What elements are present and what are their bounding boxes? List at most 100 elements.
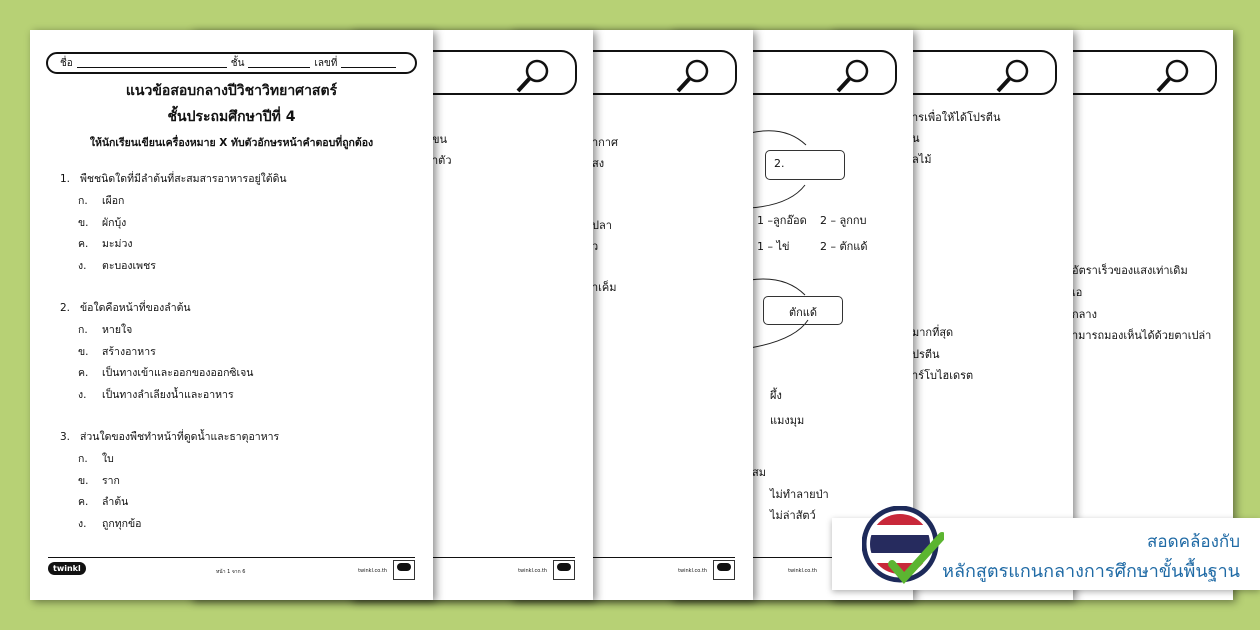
question-number: 3. xyxy=(60,431,71,443)
thai-flag-check-icon xyxy=(862,506,944,585)
text-fragment: ั่น xyxy=(912,132,920,145)
option-letter: ก. xyxy=(78,195,88,207)
option-letter: ข. xyxy=(78,345,89,358)
answer-option[interactable]: ก. เผือก xyxy=(78,192,124,209)
option-letter: ง. xyxy=(78,517,87,530)
twinkl-badge-logo xyxy=(393,560,415,580)
option-text: . 1 – ไข่ xyxy=(750,240,790,253)
text-fragment: าร์โบไฮเดรต xyxy=(912,369,974,382)
option-text: ลำต้น xyxy=(102,496,129,508)
option-letter: ค. xyxy=(78,238,89,250)
site-url: twinkl.co.th xyxy=(678,568,707,574)
option-letter: ก. xyxy=(78,324,88,336)
answer-option[interactable]: ข. ราก xyxy=(78,472,120,489)
option-letter: ข. xyxy=(78,216,89,229)
name-label: ชื่อ xyxy=(60,57,73,69)
number-blank xyxy=(341,58,397,68)
option-text: หายใจ xyxy=(102,324,133,336)
option-letter: ค. xyxy=(78,367,89,379)
magnifier-icon xyxy=(676,59,709,93)
option-text: ใบ xyxy=(102,453,114,465)
answer-option[interactable]: ค. ลำต้น xyxy=(78,493,128,510)
class-blank xyxy=(248,58,311,68)
option-text: มะม่วง xyxy=(102,238,133,250)
option-text: เป็นทางเข้าและออกของออกซิเจน xyxy=(102,367,254,379)
magnifier-icon xyxy=(516,59,549,93)
answer-option[interactable]: ง. เป็นทางลำเลียงน้ำและอาหาร xyxy=(78,386,234,403)
footer-line xyxy=(48,557,415,558)
text-fragment: ำเค็ม xyxy=(592,281,617,294)
question: 1. พืชชนิดใดที่มีลำต้นที่สะสมสารอาหารอยู่… xyxy=(60,170,287,187)
question-fragment: สม xyxy=(752,466,766,479)
option-text: ไม่ทำลายป่า xyxy=(770,488,829,501)
text-fragment: ปรตีน xyxy=(912,348,940,361)
option-text: ตะบองเพชร xyxy=(102,259,156,272)
option-letter: ก. xyxy=(78,453,88,465)
answer-option[interactable]: ค. เป็นทางเข้าและออกของออกซิเจน xyxy=(78,364,253,381)
option-text: ผักบุ้ง xyxy=(102,216,127,229)
text-fragment: ารเพื่อให้ได้โปรตีน xyxy=(912,111,1001,124)
number-label: เลขที่ xyxy=(314,57,338,69)
option-text: เผือก xyxy=(102,195,125,207)
text-fragment: ลไม้ xyxy=(912,153,932,166)
magnifier-icon xyxy=(1156,59,1189,93)
site-url: twinkl.co.th xyxy=(788,568,817,574)
answer-option[interactable]: ง. ตะบองเพชร xyxy=(78,257,156,274)
text-fragment: ว xyxy=(592,240,599,253)
name-blank xyxy=(76,58,227,68)
option-text: 2 – ลูกกบ xyxy=(820,214,867,227)
site-url: twinkl.co.th xyxy=(358,568,387,574)
answer-option[interactable]: ง. ถูกทุกข้อ xyxy=(78,515,141,532)
question: 3. ส่วนใดของพืชทำหน้าที่ดูดน้ำและธาตุอาหา… xyxy=(60,428,279,445)
option-text: 2 – ตักแด้ xyxy=(820,240,868,253)
question-number: 2. xyxy=(60,302,71,314)
twinkl-badge-logo xyxy=(553,560,575,580)
worksheet-title: แนวข้อสอบกลางปีวิชาวิทยาศาสตร์ xyxy=(125,83,338,99)
text-fragment: เอ xyxy=(1072,286,1083,299)
option-text: . 1 –ลูกอ๊อด xyxy=(750,214,807,227)
question-text: ส่วนใดของพืชทำหน้าที่ดูดน้ำและธาตุอาหาร xyxy=(80,431,280,443)
magnifier-icon xyxy=(836,59,869,93)
class-label: ชั้น xyxy=(230,57,245,69)
option-text: ผึ้ง xyxy=(770,389,782,402)
name-field-box: ชื่อ ชั้น เลขที่ xyxy=(46,52,417,74)
option-text: แมงมุม xyxy=(770,414,805,427)
option-letter: ง. xyxy=(78,259,87,272)
badge-line-2: หลักสูตรแกนกลางการศึกษาขั้นพื้นฐาน xyxy=(942,561,1240,582)
question-number: 1. xyxy=(60,173,71,185)
text-fragment: ขน xyxy=(432,133,448,146)
text-fragment: ำตัว xyxy=(432,154,452,167)
text-fragment: มากที่สุด xyxy=(912,326,954,339)
question: 2. ข้อใดคือหน้าที่ของลำต้น xyxy=(60,299,191,316)
option-letter: ง. xyxy=(78,388,87,401)
option-text: ราก xyxy=(102,474,120,487)
worksheet-subtitle: ชั้นประถมศึกษาปีที่ 4 xyxy=(167,109,296,125)
answer-option[interactable]: ข. สร้างอาหาร xyxy=(78,343,156,360)
option-text: สร้างอาหาร xyxy=(102,345,156,358)
text-fragment: สง xyxy=(592,157,605,170)
question-text: ข้อใดคือหน้าที่ของลำต้น xyxy=(80,302,191,314)
question-text: พืชชนิดใดที่มีลำต้นที่สะสมสารอาหารอยู่ใต… xyxy=(80,173,287,185)
twinkl-badge-logo xyxy=(713,560,735,580)
option-text: ไม่ล่าสัตว์ xyxy=(770,509,816,522)
text-fragment: ามารถมองเห็นได้ด้วยตาเปล่า xyxy=(1072,329,1212,342)
worksheet-page-1: ชื่อ ชั้น เลขที่ แนวข้อสอบกลางปีวิชาวิทย… xyxy=(30,30,433,600)
answer-option[interactable]: ก. ใบ xyxy=(78,450,114,467)
diagram-box-2: 2. xyxy=(765,150,845,180)
twinkl-logo: twinkl xyxy=(48,562,86,575)
answer-option[interactable]: ค. มะม่วง xyxy=(78,235,133,252)
text-fragment: ปลา xyxy=(592,219,612,232)
text-fragment: กลาง xyxy=(1072,308,1097,321)
magnifier-icon xyxy=(996,59,1029,93)
option-letter: ค. xyxy=(78,496,89,508)
instruction: ให้นักเรียนเขียนเครื่องหมาย X ทับตัวอักษ… xyxy=(89,137,374,149)
page-number: หน้า 1 จาก 6 xyxy=(216,569,246,575)
option-letter: ข. xyxy=(78,474,89,487)
site-url: twinkl.co.th xyxy=(518,568,547,574)
answer-option[interactable]: ข. ผักบุ้ง xyxy=(78,214,126,231)
answer-option[interactable]: ก. หายใจ xyxy=(78,321,132,338)
text-fragment: อัตราเร็วของแสงเท่าเดิม xyxy=(1072,264,1188,277)
option-text: ถูกทุกข้อ xyxy=(102,517,142,530)
badge-line-1: สอดคล้องกับ xyxy=(1146,532,1240,552)
option-text: เป็นทางลำเลียงน้ำและอาหาร xyxy=(102,388,234,401)
